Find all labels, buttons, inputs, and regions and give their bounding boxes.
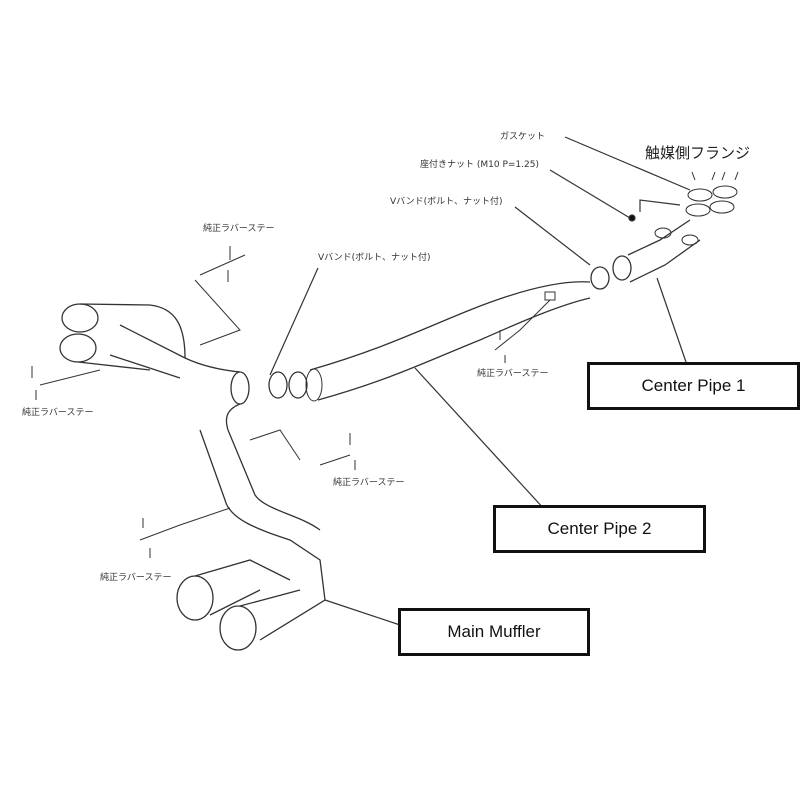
center-pipe-1-drawing bbox=[590, 171, 739, 290]
rubber-stay-label: 純正ラバーステー bbox=[100, 573, 172, 583]
nut-label: 座付きナット (M10 P=1.25) bbox=[420, 160, 539, 170]
gasket-label: ガスケット bbox=[500, 132, 546, 142]
center-pipe-1-label: Center Pipe 1 bbox=[641, 376, 746, 395]
center-pipe-1-box: Center Pipe 1 bbox=[587, 362, 800, 410]
main-muffler-label: Main Muffler bbox=[447, 622, 541, 641]
main-muffler-drawing bbox=[59, 303, 326, 651]
v-band-clamp bbox=[288, 371, 308, 399]
main-muffler-box: Main Muffler bbox=[398, 608, 590, 656]
rubber-stay-label: 純正ラバーステー bbox=[22, 408, 94, 418]
leader-lines bbox=[269, 136, 691, 626]
center-pipe-2-box: Center Pipe 2 bbox=[493, 505, 706, 553]
center-pipe-2-drawing bbox=[305, 281, 591, 402]
catalyst-flange-label: 触媒側フランジ bbox=[645, 144, 751, 162]
center-pipe-2-label: Center Pipe 2 bbox=[547, 519, 652, 538]
rubber-stay-drawings bbox=[31, 246, 556, 558]
rubber-stay-label: 純正ラバーステー bbox=[477, 369, 549, 379]
rubber-stay-label: 純正ラバーステー bbox=[203, 224, 275, 234]
v-band-label: Vバンド(ボルト、ナット付) bbox=[318, 253, 431, 263]
v-band-label: Vバンド(ボルト、ナット付) bbox=[390, 197, 503, 207]
rubber-stay-label: 純正ラバーステー bbox=[333, 478, 405, 488]
v-band-clamp bbox=[268, 371, 288, 399]
